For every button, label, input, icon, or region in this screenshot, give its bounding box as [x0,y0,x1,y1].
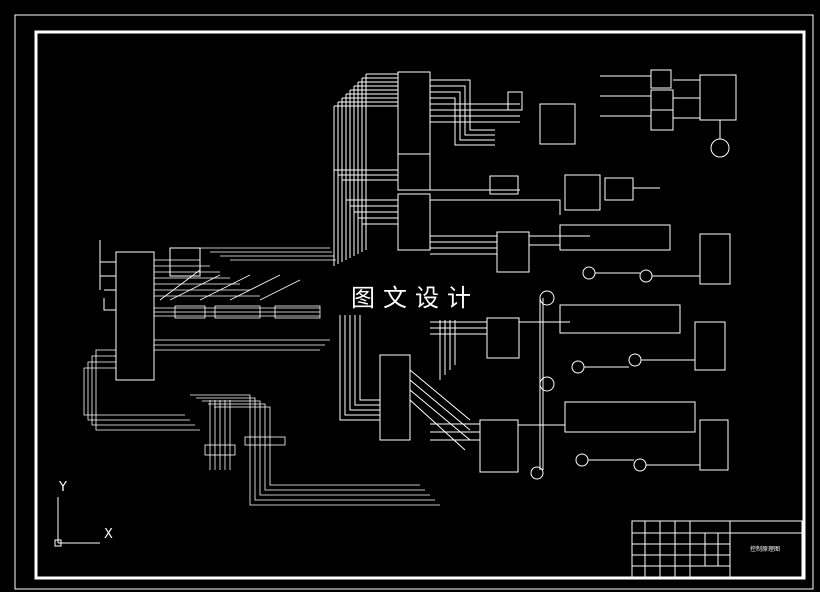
outer-border [14,14,814,590]
drive-stage-1 [430,224,731,285]
watermark-label: 图文设计 [335,281,495,315]
chip-lower-middle [339,290,471,451]
ucs-icon [54,497,100,547]
bus-bottom-left [83,339,440,506]
drawing-title: 控制原理图 [749,546,780,553]
bus-left [154,247,336,319]
ucs-y-label: Y [59,480,67,495]
chip-mcu-left [99,240,201,381]
opto-block [600,69,737,158]
inner-border [34,30,806,580]
title-block [631,520,803,578]
drive-stage-2 [430,290,726,392]
ucs-x-label: X [104,527,113,542]
chip-top-middle [333,71,576,266]
drive-stage-3 [430,298,729,480]
chip-middle [334,153,660,251]
